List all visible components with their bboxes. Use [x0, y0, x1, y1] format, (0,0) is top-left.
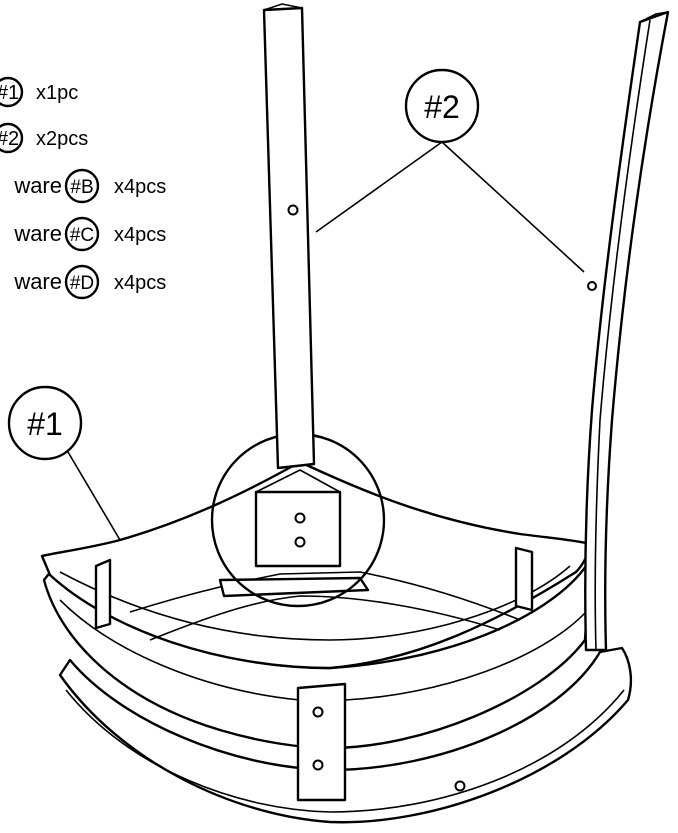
screw-hole: [287, 204, 299, 216]
part-badge-circle: [64, 168, 100, 204]
part-qty: x4pcs: [114, 224, 166, 246]
screw-hole: [312, 759, 324, 771]
parts-row-5: ware #D x4pcs: [13, 264, 166, 300]
front-corner-block: [296, 682, 466, 802]
part-badge-circle: [64, 216, 100, 252]
part-badge: #1: [0, 82, 19, 104]
callout-legs: #2: [315, 68, 585, 273]
parts-row-4: ware #C x4pcs: [13, 216, 166, 252]
part-badge: #2: [0, 128, 19, 150]
callout-legs-label: #2: [424, 89, 460, 125]
callout-seat-circle: [7, 385, 83, 461]
leader-line: [67, 451, 121, 541]
screw-hole: [587, 281, 597, 291]
part-prefix: ware: [13, 221, 62, 246]
screw-hole: [454, 780, 466, 792]
back-leg-left: [262, 3, 316, 470]
screw-hole: [294, 512, 306, 524]
parts-row-3: ware #B x4pcs: [13, 168, 166, 204]
leader-line: [315, 141, 443, 233]
part-badge: #B: [70, 177, 93, 198]
parts-row-2: #2 x2pcs: [0, 122, 88, 154]
parts-list: #1 x1pc #2 x2pcs ware #B x4pcs ware #C x…: [0, 76, 166, 300]
part-badge-circle: [64, 264, 100, 300]
back-corner-block: [254, 469, 342, 568]
callout-seat: #1: [7, 385, 121, 541]
part-qty: x4pcs: [114, 176, 166, 198]
part-prefix: ware: [13, 173, 62, 198]
parts-row-1: #1 x1pc: [0, 76, 78, 108]
leader-line: [441, 141, 585, 273]
part-badge: #D: [70, 273, 94, 294]
part-qty: x4pcs: [114, 272, 166, 294]
back-leg-right: [584, 10, 670, 652]
part-qty: x2pcs: [36, 128, 88, 150]
seat-base-rim: [58, 646, 633, 824]
part-badge-circle: [0, 122, 24, 154]
part-prefix: ware: [13, 269, 62, 294]
screw-hole: [294, 536, 306, 548]
screw-hole: [312, 706, 324, 718]
part-badge: #C: [70, 225, 94, 246]
callout-seat-label: #1: [27, 406, 63, 442]
part-qty: x1pc: [36, 82, 78, 104]
part-badge-circle: [0, 76, 24, 108]
